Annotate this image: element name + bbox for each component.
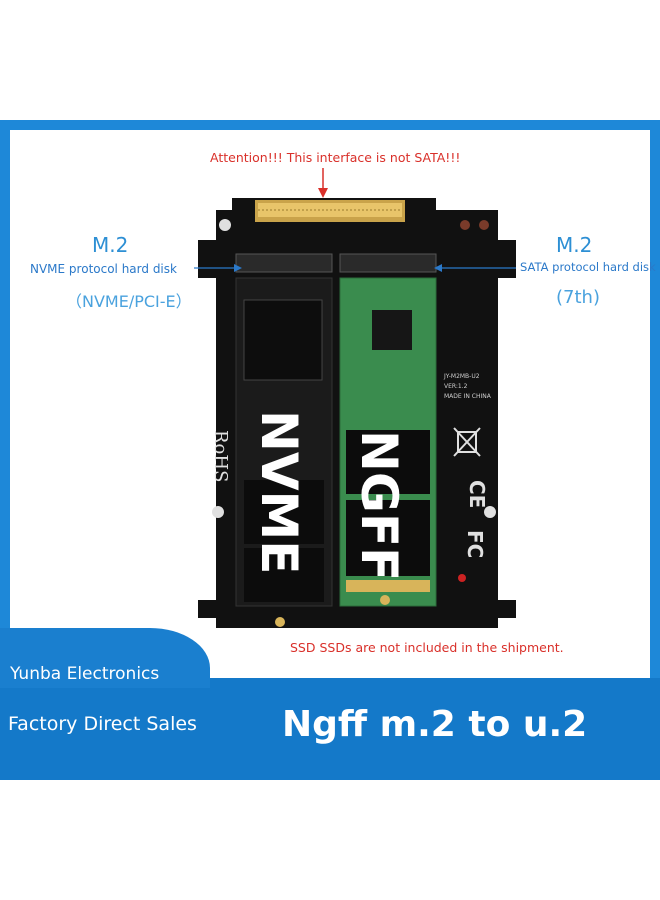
sata-controller-chip <box>372 310 412 350</box>
right-port-subtitle: (7th) <box>556 287 600 308</box>
right-port-protocol: SATA protocol hard disk <box>520 260 656 274</box>
led-icon <box>458 574 466 582</box>
left-port-protocol: NVME protocol hard disk <box>30 262 177 276</box>
nvme-nand-chip <box>244 548 324 602</box>
attention-arrow-icon <box>318 168 328 198</box>
left-pointer-arrow-icon <box>194 264 242 272</box>
sata-ssd-gold-fingers <box>346 580 430 592</box>
product-headline: Ngff m.2 to u.2 <box>282 704 588 745</box>
left-port-subtitle: （NVME/PCI-E） <box>66 292 192 311</box>
ngff-label: NGFF <box>350 430 408 581</box>
ssd-not-included-note: SSD SSDs are not included in the shipmen… <box>290 640 564 655</box>
sata-nand-chip <box>346 430 430 494</box>
mount-hole-icon <box>484 506 496 518</box>
m2-slot-nvme <box>235 253 333 273</box>
bottom-banner <box>0 678 660 780</box>
right-port-title: M.2 <box>556 233 593 257</box>
right-pointer-arrow-icon <box>434 264 516 272</box>
led-icon <box>479 220 489 230</box>
mount-hole-icon <box>219 219 231 231</box>
ce-mark-icon: CE <box>465 480 489 508</box>
rohs-label: RoHS <box>210 430 231 482</box>
banner-wave <box>0 628 210 688</box>
mount-hole-icon <box>212 506 224 518</box>
nvme-nand-chip <box>244 480 324 544</box>
version-label: VER:1.2 <box>444 383 468 390</box>
tagline: Factory Direct Sales <box>8 713 197 735</box>
nvme-label: NVME <box>250 410 308 574</box>
left-port-title: M.2 <box>92 233 129 257</box>
attention-warning: Attention!!! This interface is not SATA!… <box>210 150 461 165</box>
sata-nand-chip <box>346 500 430 576</box>
fcc-mark-icon: FC <box>463 530 487 558</box>
m2-slot-sata <box>339 253 437 273</box>
nvme-controller-chip <box>243 299 323 381</box>
screw-icon <box>380 595 390 605</box>
weee-bin-icon <box>453 427 481 457</box>
made-in-label: MADE IN CHINA <box>444 393 492 400</box>
connector-pins <box>258 203 402 217</box>
screw-icon <box>275 617 285 627</box>
brand-name: Yunba Electronics <box>10 664 160 684</box>
model-label: JY-M2MB-U2 <box>443 373 480 380</box>
led-icon <box>460 220 470 230</box>
